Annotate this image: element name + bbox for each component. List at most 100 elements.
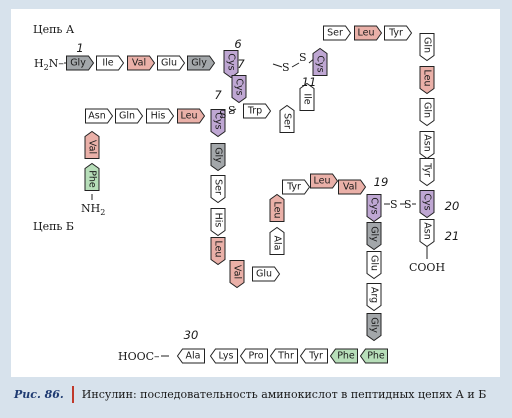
residue-label: Gln [422, 102, 433, 118]
residue-label: Cys [369, 197, 380, 214]
residue-label: Ala [272, 236, 283, 251]
residue-shape [419, 190, 435, 219]
chain-b-residue-leu: Leu [269, 193, 285, 222]
residue-label: Leu [358, 28, 375, 39]
residue-label: His [213, 213, 224, 228]
chain-b-residue-gly: Gly [210, 143, 226, 172]
chain-b-residue-leu: Leu [210, 237, 226, 266]
residue-label: Lys [219, 351, 234, 362]
chain-b-residue-gly: Gly [366, 313, 382, 342]
residue-label: Leu [422, 70, 433, 87]
residue-shape [338, 179, 367, 195]
residue-shape [210, 237, 226, 266]
residue-label: Asn [422, 134, 433, 151]
residue-shape [354, 25, 383, 41]
residue-label: Phe [87, 170, 98, 188]
residue-shape [229, 260, 245, 289]
nh2-label: NH2 [81, 202, 105, 217]
residue-shape [177, 108, 206, 124]
residue-shape [366, 222, 382, 251]
figure-caption: Рис. 86.Инсулин: последовательность амин… [14, 386, 504, 406]
residue-shape [176, 348, 205, 364]
chain-a-residue-val: Val [127, 55, 156, 71]
chain-b-residue-phe: Phe [329, 348, 358, 364]
hooc-label: HOOC– [118, 350, 160, 363]
residue-shape [329, 348, 358, 364]
residue-label: Glu [369, 255, 380, 271]
chain-b-residue-leu: Leu [177, 108, 206, 124]
residue-label: Gly [369, 317, 380, 333]
residue-shape [323, 25, 352, 41]
chain-a-residue-gly: Gly [187, 55, 216, 71]
residue-label: Leu [213, 241, 224, 258]
residue-label: Thr [277, 351, 294, 362]
residue-label: Ile [302, 93, 313, 104]
residue-shape [252, 266, 281, 282]
sulfur-label: S [299, 51, 307, 64]
residue-shape [312, 47, 328, 76]
residue-label: Gly [191, 58, 207, 69]
residue-shape [282, 179, 311, 195]
residue-shape [419, 131, 435, 160]
residue-number: 7 [237, 57, 245, 71]
chain-b-residue-glu: Glu [366, 251, 382, 280]
residue-number: 6 [234, 37, 241, 51]
residue-label: Ile [102, 58, 113, 69]
residue-shape [366, 313, 382, 342]
residue-label: Gln [422, 37, 433, 53]
residue-shape [210, 109, 226, 138]
residue-label: Trp [247, 106, 262, 117]
chain-a-residue-tyr: Tyr [384, 25, 413, 41]
chain-a-residue-leu: Leu [354, 25, 383, 41]
residue-shape [419, 158, 435, 187]
chain-b-residue-ser: Ser [210, 175, 226, 204]
chain-b-residue-leu: Leu [310, 173, 339, 189]
caption-figure-label: Рис. 86. [14, 386, 74, 403]
n-terminus-label: H2N– [34, 57, 64, 72]
residue-label: Glu [256, 269, 272, 280]
residue-shape [66, 55, 95, 71]
residue-label: Ser [213, 179, 224, 195]
residue-label: His [151, 111, 166, 122]
residue-label: Val [132, 58, 146, 69]
residue-label: Tyr [308, 351, 323, 362]
chain-b-residue-gly: Gly [366, 222, 382, 251]
residue-label: Glu [161, 58, 177, 69]
chain-b-residue-tyr: Tyr [299, 348, 328, 364]
residue-shape [84, 162, 100, 191]
residue-shape [187, 55, 216, 71]
chain-b-residue-ala: Ala [269, 226, 285, 255]
residue-label: Ala [186, 351, 201, 362]
chain-a-label: Цепь А [33, 23, 75, 36]
chain-a-residue-glu: Glu [157, 55, 186, 71]
chain-a-residue-ser: Ser [279, 104, 295, 133]
residue-label: Pro [248, 351, 263, 362]
residue-label: Ser [327, 28, 343, 39]
chain-b-residue-lys: Lys [209, 348, 238, 364]
residue-label: Gly [70, 58, 86, 69]
chain-b-residue-thr: Thr [269, 348, 298, 364]
residue-shape [384, 25, 413, 41]
residue-label: Asn [88, 111, 105, 122]
sulfur-label: S [228, 104, 236, 117]
residue-label: Phe [367, 351, 385, 362]
residue-shape [115, 108, 144, 124]
chain-b-residue-pro: Pro [239, 348, 268, 364]
sulfur-label: S [282, 61, 290, 74]
residue-shape [366, 283, 382, 312]
cooh-label: COOH [409, 261, 445, 274]
residue-shape [299, 82, 315, 111]
residue-label: Asn [422, 222, 433, 239]
chain-a-residue-leu: Leu [419, 66, 435, 95]
residue-shape [210, 208, 226, 237]
